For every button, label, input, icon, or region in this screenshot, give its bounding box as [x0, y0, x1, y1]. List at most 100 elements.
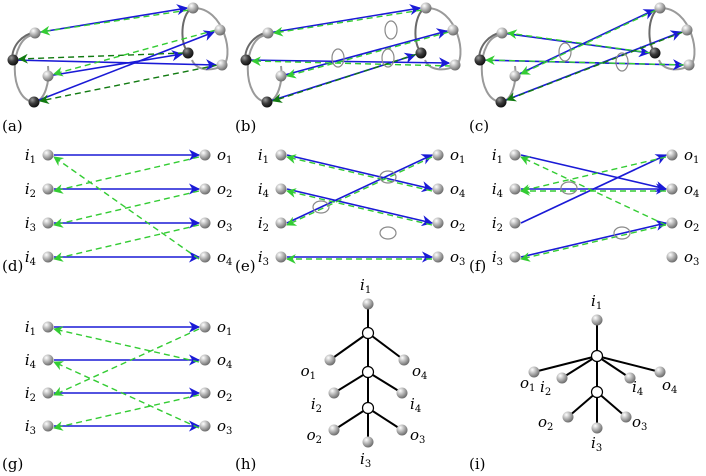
edge [567, 391, 598, 418]
node-label-base: o [217, 248, 226, 266]
junction-node [590, 349, 604, 363]
darkgreen-arrow [18, 52, 185, 64]
endpoint-node [496, 27, 508, 39]
node-label-o3: o3 [684, 248, 699, 268]
darkgreen-arrow [39, 64, 219, 105]
tree-leaf-node [591, 422, 603, 434]
node-label-subscript: 3 [30, 426, 36, 437]
panel-label: (f) [469, 257, 486, 275]
node-label-base: i [25, 146, 30, 164]
right-end-loop [414, 7, 426, 53]
node-label-i2: i2 [25, 180, 36, 200]
node-label-o3: o3 [217, 214, 232, 234]
node-label-subscript: 1 [226, 327, 232, 338]
node-label-subscript: 3 [497, 257, 503, 268]
node-label-subscript: 3 [693, 257, 699, 268]
node-label-subscript: 1 [226, 155, 232, 166]
node-label-subscript: 3 [459, 257, 465, 268]
tree-leaf-node [624, 372, 636, 384]
panel-label: (c) [469, 117, 489, 135]
blue-arrow [280, 28, 449, 77]
node-label-subscript: 1 [497, 155, 503, 166]
node-label-base: i [540, 378, 545, 396]
node-label-o3: o3 [217, 417, 232, 437]
node-label-i1: i1 [25, 146, 36, 166]
forward-arrow [520, 154, 668, 193]
endpoint-node [275, 70, 287, 82]
tree-leaf-node [396, 424, 408, 436]
panel-label: (b) [235, 117, 256, 135]
endpoint-node [262, 27, 274, 39]
node-label-subscript: 4 [226, 360, 232, 371]
node-label-subscript: 3 [226, 426, 232, 437]
input-node [509, 217, 521, 229]
node-label-base: i [25, 248, 30, 266]
panel-label: (e) [235, 257, 256, 275]
input-node [275, 183, 287, 195]
node-label-subscript: 3 [419, 435, 425, 446]
node-label-i4: i4 [258, 180, 269, 200]
forward-arrow [286, 154, 434, 193]
tree-leaf-node [562, 411, 574, 423]
node-label-subscript: 2 [263, 223, 269, 234]
endpoint-node [649, 47, 661, 59]
node-label-subscript: 1 [529, 383, 535, 394]
edge [329, 332, 369, 361]
endpoint-node [415, 47, 427, 59]
node-label-base: i [492, 146, 497, 164]
node-label-i4: i4 [632, 378, 643, 398]
output-node [199, 321, 211, 333]
node-label-subscript: 2 [316, 404, 322, 415]
tree-leaf-node [396, 387, 408, 399]
green-arrow [507, 29, 652, 54]
input-node [42, 251, 54, 263]
endpoint-node [495, 96, 507, 108]
node-label-i3: i3 [591, 434, 602, 454]
node-label-i2: i2 [492, 214, 503, 234]
node-label-i1: i1 [258, 146, 269, 166]
input-node [275, 217, 287, 229]
node-label-o1: o1 [217, 318, 232, 338]
node-label-o1: o1 [217, 146, 232, 166]
node-label-base: i [258, 146, 263, 164]
tree-leaf-node [556, 372, 568, 384]
node-label-subscript: 4 [421, 371, 427, 382]
node-label-base: i [258, 248, 263, 266]
node-label-o4: o4 [450, 180, 465, 200]
node-label-subscript: 4 [415, 404, 421, 415]
panel-label: (h) [235, 455, 256, 473]
node-label-subscript: 2 [545, 387, 551, 398]
node-label-i2: i2 [540, 378, 551, 398]
forward-arrow [520, 154, 668, 224]
node-label-base: o [217, 146, 226, 164]
node-label-i2: i2 [25, 384, 36, 404]
green-arrow [273, 9, 423, 37]
node-label-i1: i1 [360, 276, 371, 296]
input-node [275, 251, 287, 263]
return-arrow [53, 190, 200, 228]
node-label-base: i [258, 180, 263, 198]
input-node [42, 387, 54, 399]
return-arrow [53, 326, 200, 363]
output-node [199, 183, 211, 195]
output-node [432, 217, 444, 229]
darkgreen-arrow [506, 31, 684, 102]
output-node [666, 251, 678, 263]
blue-arrow [12, 59, 218, 71]
node-label-i3: i3 [492, 248, 503, 268]
endpoint-node [182, 47, 194, 59]
edge [561, 355, 598, 379]
endpoint-node [240, 54, 252, 66]
green-arrow [520, 9, 657, 75]
node-label-base: i [591, 434, 596, 452]
node-label-base: o [217, 351, 226, 369]
edge-layer [11, 4, 696, 442]
right-end-loop [648, 7, 660, 53]
output-node [199, 420, 211, 432]
crossing-ring [379, 170, 397, 184]
node-label-i1: i1 [25, 318, 36, 338]
label-layer: (a)(b)(c)(d)(e)(f)(g)(h)(i)i1i2i3i4o1o2o… [2, 117, 699, 473]
input-node [42, 321, 54, 333]
node-label-subscript: 3 [30, 223, 36, 234]
node-label-subscript: 1 [263, 155, 269, 166]
